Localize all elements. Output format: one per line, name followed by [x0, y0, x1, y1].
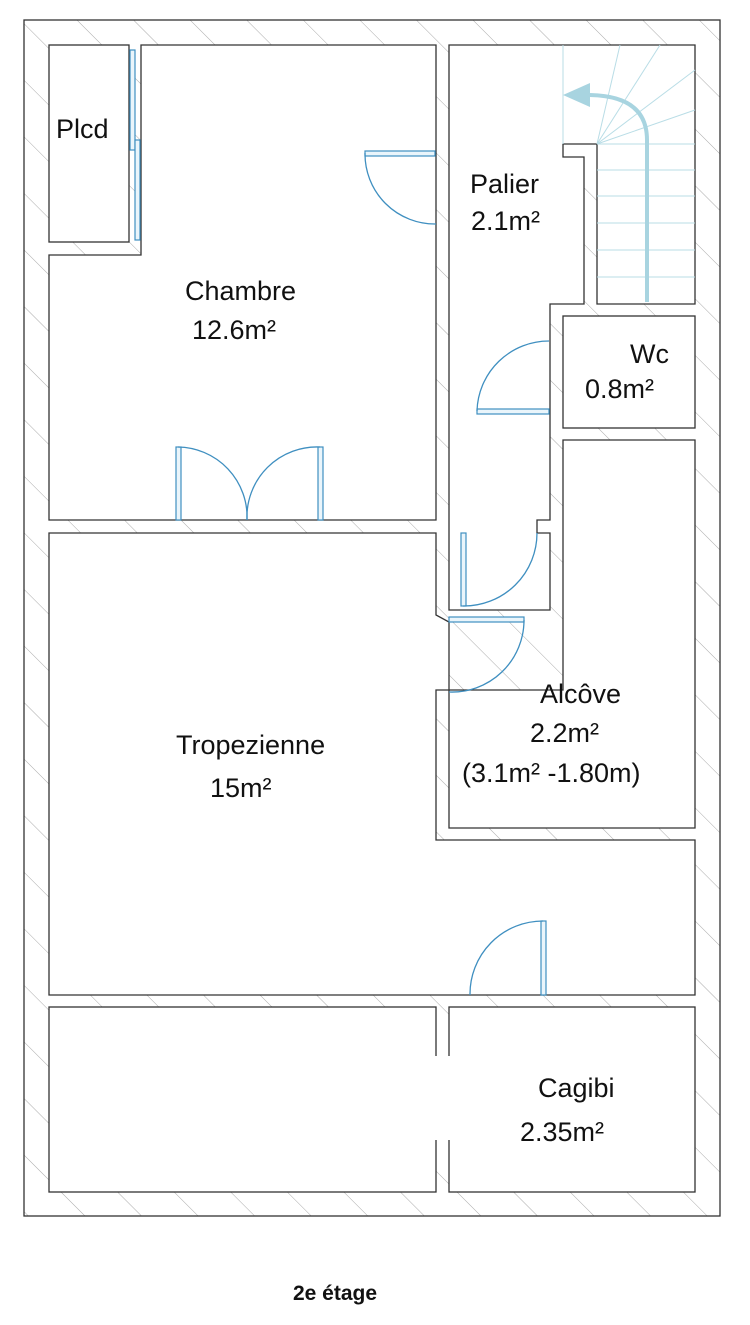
area-alcove: 2.2m²	[530, 718, 599, 748]
label-plcd: Plcd	[56, 114, 109, 144]
area-cagibi: 2.35m²	[520, 1117, 604, 1147]
door-cagibi[interactable]	[469, 920, 547, 996]
room-alcove	[448, 439, 696, 829]
door-plcd[interactable]	[129, 49, 141, 241]
label-chambre: Chambre	[185, 276, 296, 306]
area-wc: 0.8m²	[585, 374, 654, 404]
note-alcove: (3.1m² -1.80m)	[462, 758, 641, 788]
area-palier: 2.1m²	[471, 206, 540, 236]
label-tropezienne: Tropezienne	[176, 730, 325, 760]
floor-caption: 2e étage	[292, 1282, 378, 1305]
arrow-head-icon	[563, 83, 590, 107]
stair-direction-arrow-icon	[589, 93, 649, 302]
label-palier: Palier	[470, 169, 539, 199]
opening-bottom	[435, 1056, 450, 1140]
door-chambre-tropezienne[interactable]	[175, 446, 324, 521]
label-cagibi: Cagibi	[538, 1073, 615, 1103]
room-chambre	[48, 44, 437, 521]
label-wc: Wc	[630, 339, 669, 369]
room-plcd	[48, 44, 130, 243]
staircase[interactable]	[562, 44, 696, 302]
door-wc[interactable]	[476, 340, 550, 415]
door-chambre-palier[interactable]	[364, 150, 437, 225]
door-alcove[interactable]	[448, 616, 525, 693]
area-tropezienne: 15m²	[210, 773, 272, 803]
room-tropezienne	[48, 532, 696, 996]
room-wc	[562, 315, 696, 429]
door-palier-alcove[interactable]	[460, 532, 538, 607]
area-chambre: 12.6m²	[192, 315, 276, 345]
room-bottom-left	[48, 1006, 437, 1193]
room-palier	[448, 44, 696, 611]
label-alcove: Alcôve	[540, 679, 621, 709]
room-cagibi	[448, 1006, 696, 1193]
